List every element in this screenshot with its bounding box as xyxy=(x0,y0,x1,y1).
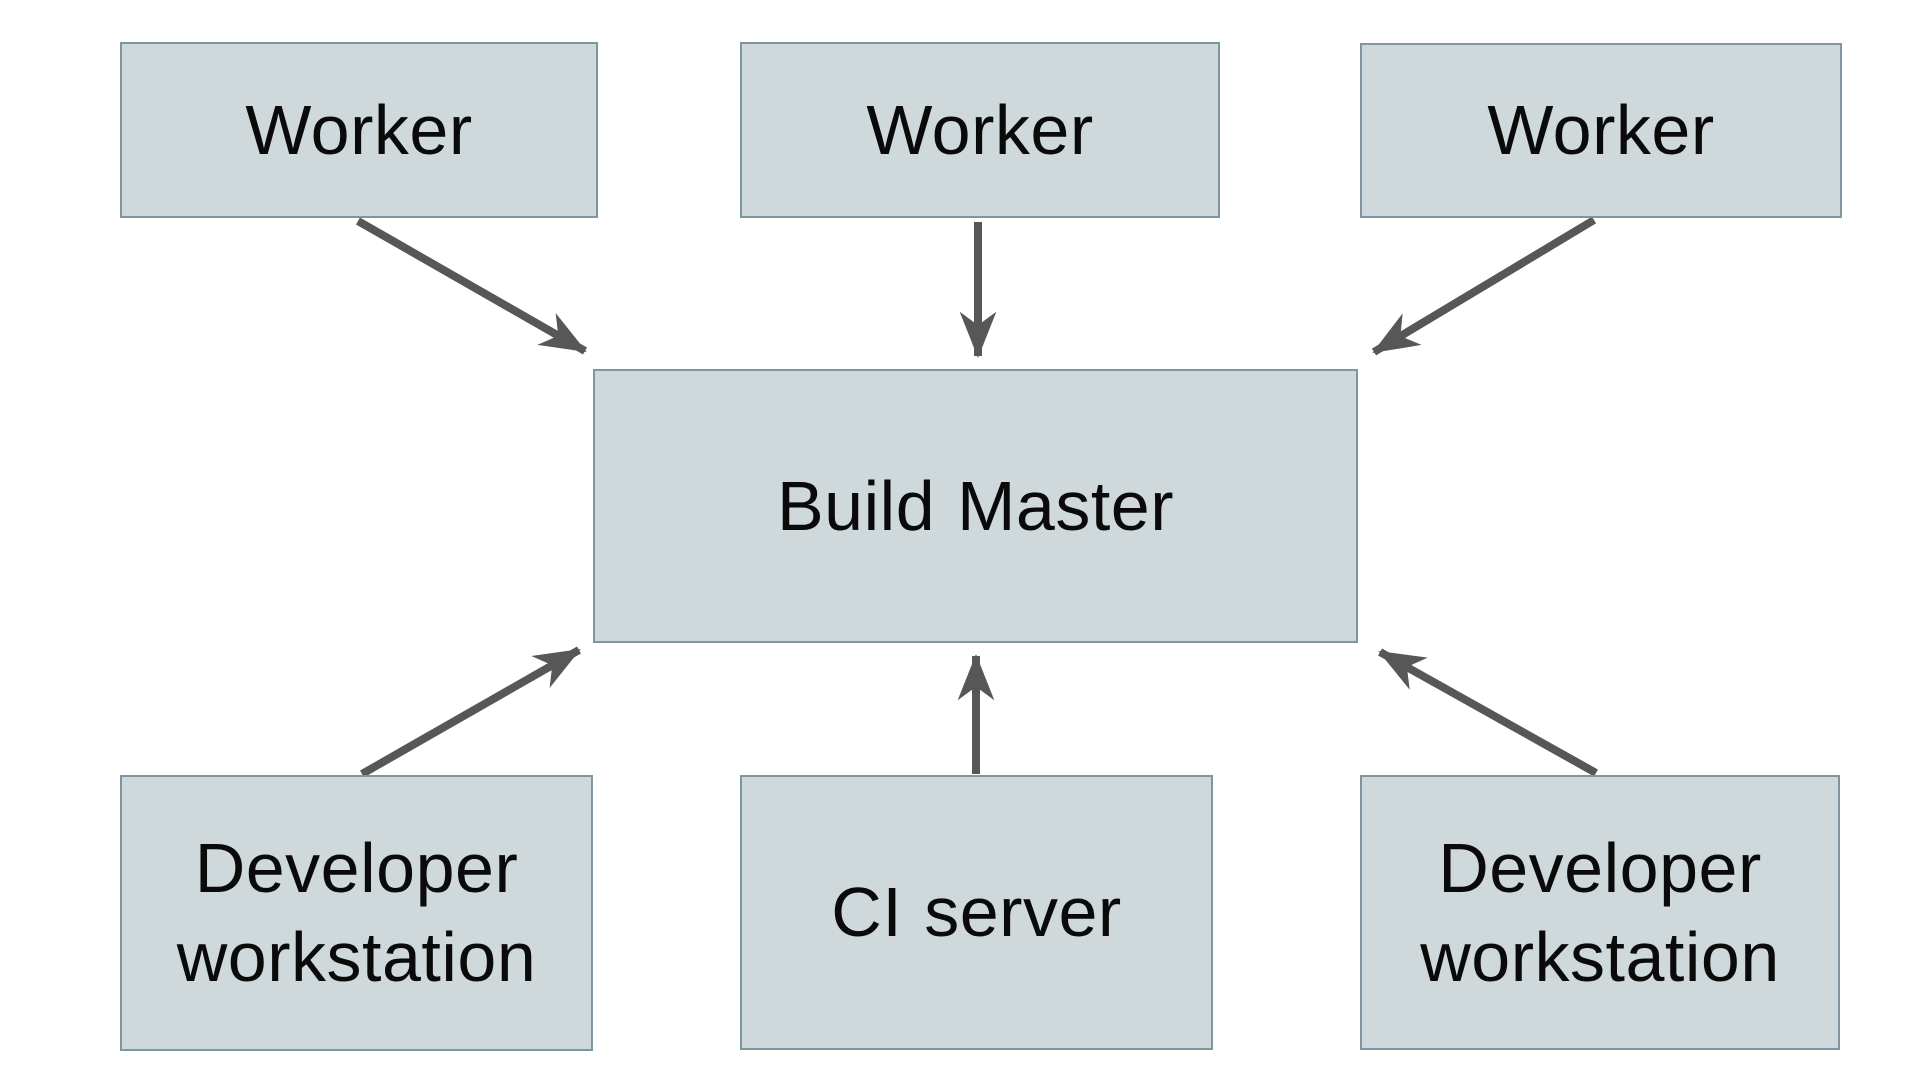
node-worker-3-label: Worker xyxy=(1487,91,1715,170)
node-build-master: Build Master xyxy=(593,369,1358,643)
node-ci-server: CI server xyxy=(740,775,1213,1050)
arrow-dev-left-to-build-master xyxy=(360,646,581,778)
arrow-worker1-to-build-master xyxy=(356,217,587,355)
arrow-dev-right-to-build-master xyxy=(1378,648,1598,777)
node-developer-workstation-left-label: Developer workstation xyxy=(176,829,537,996)
node-developer-workstation-right: Developer workstation xyxy=(1360,775,1840,1050)
node-worker-2-label: Worker xyxy=(866,90,1094,169)
node-worker-3: Worker xyxy=(1360,43,1842,218)
node-developer-workstation-right-label: Developer workstation xyxy=(1420,828,1780,996)
node-ci-server-label: CI server xyxy=(831,873,1122,952)
node-developer-workstation-left: Developer workstation xyxy=(120,775,593,1051)
arrow-worker3-to-build-master xyxy=(1371,216,1597,356)
node-build-master-label: Build Master xyxy=(776,466,1175,545)
node-worker-2: Worker xyxy=(740,42,1220,218)
node-worker-1-label: Worker xyxy=(245,90,473,169)
node-worker-1: Worker xyxy=(120,42,598,218)
